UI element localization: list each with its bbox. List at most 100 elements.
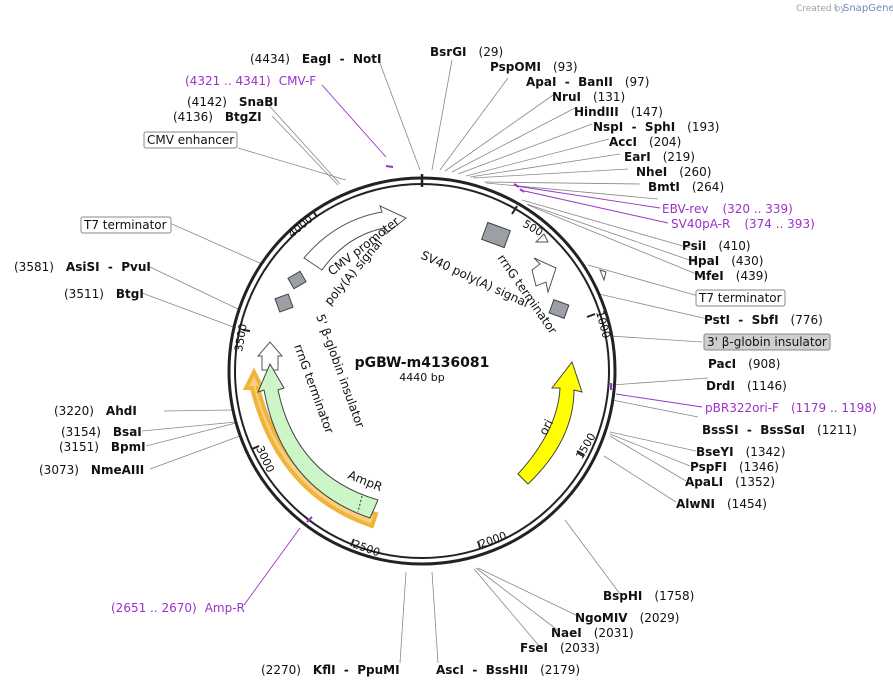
svg-text:(4321 .. 4341)CMV-F: (4321 .. 4341)CMV-F: [185, 74, 316, 88]
svg-text:(3220)AhdI: (3220)AhdI: [54, 404, 137, 418]
svg-text:(3073)NmeAIII: (3073) NmeAIII: [39, 463, 144, 477]
enzyme-name: BmtI: [648, 180, 680, 194]
cmv-enhancer-label: CMV enhancer: [147, 133, 234, 147]
enzyme-pos: (3581): [14, 260, 54, 274]
enzyme-pos: (1758): [654, 589, 694, 603]
enzyme-pos: (204): [649, 135, 681, 149]
enzyme-name: NgoMIV: [575, 611, 628, 625]
svg-text:(3581)AsiSI - PvuI: (3581)AsiSI - PvuI: [14, 260, 151, 274]
rrng-right-arrow: [531, 257, 557, 294]
enzyme-name: BtgZI: [225, 110, 262, 124]
enzyme-pos: (439): [736, 269, 768, 283]
svg-text:(3151)BpmI: (3151)BpmI: [59, 440, 146, 454]
t7-right-box: [695, 289, 786, 307]
enzyme-name: NheI: [636, 165, 667, 179]
plasmid-size: 4440 bp: [399, 371, 444, 384]
enzyme-name: NspI - SphI: [593, 120, 675, 134]
svg-text:NgoMIV(2029): NgoMIV(2029): [575, 611, 679, 625]
t7-right-label: T7 terminator: [698, 291, 782, 305]
tick-2000: 2000: [478, 529, 509, 551]
enzyme-name: HindIII: [574, 105, 619, 119]
svg-text:BssSI - BssSαI(1211): BssSI - BssSαI(1211): [702, 423, 857, 437]
enzyme-pos: (29): [479, 45, 504, 59]
enzyme-pos: (3511): [64, 287, 104, 301]
cmv-enhancer-box: [143, 131, 238, 149]
enzyme-name: PsiI: [682, 239, 706, 253]
svg-text:NruI(131): NruI(131): [552, 90, 625, 104]
svg-text:(4136)BtgZI: (4136) BtgZI: [173, 110, 262, 124]
enzyme-pos: (193): [687, 120, 719, 134]
enzyme-name: FseI: [520, 641, 548, 655]
svg-text:(2651 .. 2670)Amp-R: (2651 .. 2670)Amp-R: [111, 601, 245, 615]
enzyme-pos: (93): [553, 60, 578, 74]
svg-text:AlwNI(1454): AlwNI (1454): [676, 497, 767, 511]
primer-lines: [243, 84, 703, 606]
enzyme-name: PacI: [708, 357, 736, 371]
svg-text:(3511)BtgI: (3511)BtgI: [64, 287, 144, 301]
svg-text:FseI(2033): FseI (2033): [520, 641, 600, 655]
enzyme-pos: (2179): [540, 663, 580, 677]
t7-left-label: T7 terminator: [83, 218, 167, 232]
svg-text:BmtI(264): BmtI (264): [648, 180, 724, 194]
enzyme-name: NmeAIII: [91, 463, 144, 477]
enzyme-pos: (3154): [61, 425, 101, 439]
ori-label: ori: [536, 417, 556, 437]
snapgene-logo-icon: ᛋ: [833, 4, 838, 14]
primer-name: pBR322ori-F: [705, 401, 779, 415]
created-by-text: Created by: [796, 4, 846, 14]
small-feature-right: [599, 269, 607, 282]
enzyme-pos: (2033): [560, 641, 600, 655]
primer-range: (2651 .. 2670): [111, 601, 197, 615]
enzyme-name: AscI - BssHII: [436, 663, 528, 677]
enzyme-name: BsrGI: [430, 45, 467, 59]
svg-text:PspFI(1346): PspFI(1346): [690, 460, 779, 474]
enzyme-name: AccI: [609, 135, 637, 149]
enzyme-pos: (2270): [261, 663, 301, 677]
svg-text:MfeI(439): MfeI(439): [694, 269, 768, 283]
t7-terminator-left-box: [287, 270, 307, 290]
svg-text:(4434)EagI - NotI: (4434)EagI - NotI: [250, 52, 381, 66]
enzyme-pos: (430): [731, 254, 763, 268]
enzyme-pos: (2031): [594, 626, 634, 640]
svg-text:BsrGI(29): BsrGI (29): [430, 45, 503, 59]
svg-text:(4142)SnaBI: (4142)SnaBI: [187, 95, 278, 109]
primer-name: SV40pA-R: [671, 217, 730, 231]
leader-lines: [141, 57, 713, 664]
svg-text:SV40pA-R(374 .. 393): SV40pA-R(374 .. 393): [671, 217, 815, 231]
svg-text:DrdI(1146): DrdI(1146): [706, 379, 787, 393]
primer-name: CMV-F: [279, 74, 317, 88]
enzyme-pos: (264): [692, 180, 724, 194]
primer-labels: (4321 .. 4341)CMV-F EBV-rev(320 .. 339) …: [111, 74, 877, 615]
enzyme-pos: (410): [718, 239, 750, 253]
enzyme-name: AlwNI: [676, 497, 715, 511]
enzyme-name: NruI: [552, 90, 581, 104]
enzyme-pos: (1346): [739, 460, 779, 474]
svg-text:AccI(204): AccI (204): [609, 135, 681, 149]
enzyme-name: SnaBI: [239, 95, 278, 109]
enzyme-name: AhdI: [106, 404, 137, 418]
enzyme-name: BspHI: [603, 589, 642, 603]
svg-text:PspOMI(93): PspOMI(93): [490, 60, 578, 74]
svg-text:PacI(908): PacI(908): [708, 357, 780, 371]
svg-text:NspI - SphI(193): NspI - SphI (193): [593, 120, 719, 134]
t7-terminator-right-box: [548, 299, 570, 319]
enzyme-pos: (219): [663, 150, 695, 164]
ampr-dashed-mark: [357, 495, 363, 513]
enzyme-pos: (97): [625, 75, 650, 89]
tick-1000: 1000: [593, 309, 613, 339]
enzyme-pos: (4136): [173, 110, 213, 124]
enzyme-pos: (1454): [727, 497, 767, 511]
rrng-right-small-arrow: [534, 233, 549, 243]
t7-left-box: [80, 216, 172, 234]
enzyme-name: EarI: [624, 150, 651, 164]
primer-name: EBV-rev: [662, 202, 708, 216]
enzyme-pos: (1352): [735, 475, 775, 489]
enzyme-pos: (3073): [39, 463, 79, 477]
svg-text:EarI(219): EarI (219): [624, 150, 695, 164]
enzyme-name: ApaI - BanII: [526, 75, 613, 89]
snapgene-brand: SnapGene: [843, 3, 893, 14]
beta-globin-right-box: [703, 333, 831, 351]
svg-text:BspHI(1758): BspHI (1758): [603, 589, 694, 603]
enzyme-labels: BsrGI (29) PspOMI(93) ApaI - BanII (97) Nr…: [14, 45, 857, 677]
